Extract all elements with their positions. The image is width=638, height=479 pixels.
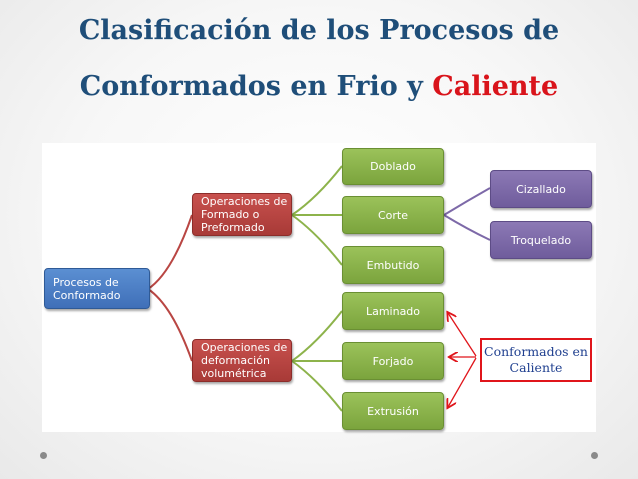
leaf-box-corte: Corte — [342, 196, 444, 234]
branch-box-volumetrica: Operaciones de deformación volumétrica — [192, 339, 292, 382]
bullet-dot-right — [591, 452, 598, 459]
root-box: Procesos de Conformado — [44, 268, 150, 309]
connector-root-branch1 — [147, 214, 193, 290]
slide-title-line1: Clasificación de los Procesos de — [78, 15, 560, 46]
sub-leaf-box-troquelado: Troquelado — [490, 221, 592, 259]
branch-box-formado: Operaciones de Formado o Preformado — [192, 193, 292, 236]
connector-branch1-embutido — [291, 214, 343, 266]
connector-root-branch2 — [147, 288, 193, 362]
arrow-to-extrusion — [448, 357, 477, 407]
leaf-box-extrusion: Extrusión — [342, 392, 444, 430]
connector-branch2-laminado — [291, 310, 343, 362]
leaf-box-doblado: Doblado — [342, 148, 444, 185]
diagram-connectors — [147, 165, 491, 412]
connector-corte-cizallado — [443, 187, 491, 216]
sub-leaf-box-cizallado: Cizallado — [490, 170, 592, 208]
arrow-to-laminado — [448, 313, 477, 357]
bullet-dot-left — [40, 452, 47, 459]
leaf-box-embutido: Embutido — [342, 246, 444, 284]
leaf-box-forjado: Forjado — [342, 342, 444, 380]
title-prefix: Conformados en Frio y — [79, 71, 433, 102]
leaf-box-laminado: Laminado — [342, 292, 444, 330]
connector-branch1-doblado — [291, 165, 343, 216]
title-highlight: Caliente — [432, 71, 559, 102]
slide-title-line2: Conformados en Frio y Caliente — [0, 70, 638, 104]
callout-conformados-caliente: Conformados en Caliente — [480, 338, 592, 382]
connector-corte-troquelado — [443, 214, 491, 241]
connector-branch2-extrusion — [291, 360, 343, 412]
process-diagram: Procesos de Conformado Operaciones de Fo… — [42, 143, 596, 432]
